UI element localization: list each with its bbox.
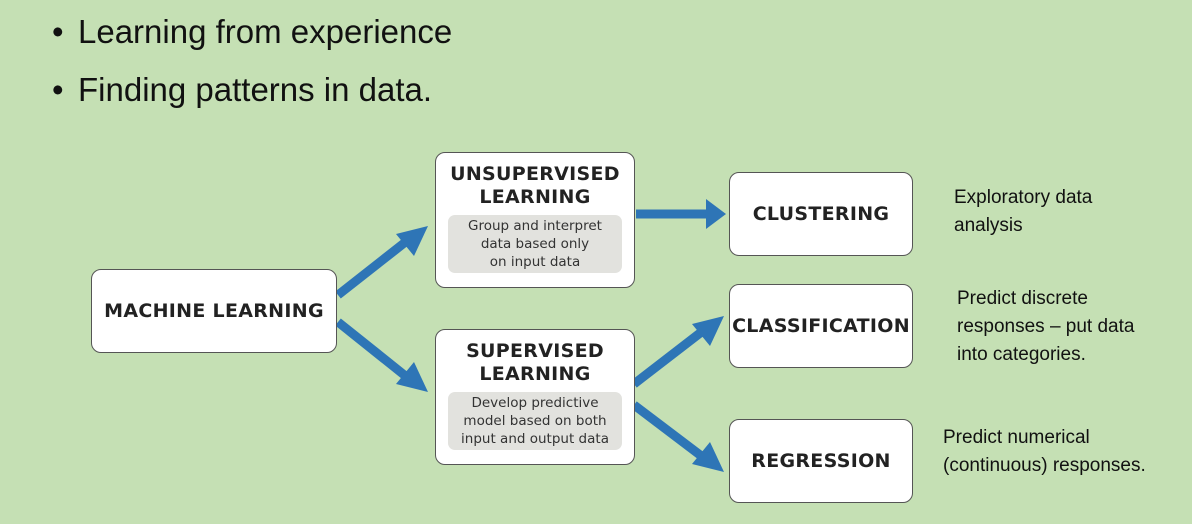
supervised-learning-box: SUPERVISED LEARNING Develop predictive m…: [435, 329, 635, 465]
unsupervised-sub-line: data based only: [480, 236, 590, 252]
machine-learning-box: MACHINE LEARNING: [91, 269, 337, 353]
supervised-sub-line: model based on both: [463, 413, 607, 429]
unsupervised-title-line2: LEARNING: [479, 186, 591, 208]
arrow-ml-to-supervised: [335, 318, 428, 392]
supervised-title-line1: SUPERVISED: [466, 340, 604, 362]
unsupervised-sub-line: Group and interpret: [468, 218, 602, 234]
regression-label: REGRESSION: [751, 449, 891, 472]
description-line: into categories.: [957, 344, 1086, 365]
supervised-description: Develop predictive model based on both i…: [448, 392, 622, 450]
machine-learning-label: MACHINE LEARNING: [104, 299, 324, 322]
description-line: analysis: [954, 215, 1023, 236]
arrow-unsupervised-to-clustering: [636, 199, 726, 229]
description-line: Predict discrete: [957, 288, 1088, 309]
clustering-label: CLUSTERING: [752, 202, 890, 225]
description-line: Predict numerical: [943, 427, 1090, 448]
unsupervised-title-line1: UNSUPERVISED: [450, 163, 620, 185]
bullet-text: Learning from experience: [78, 13, 453, 50]
bullet-item: • Learning from experience: [52, 12, 452, 52]
classification-box: CLASSIFICATION: [729, 284, 913, 368]
bullet-dot-icon: •: [52, 13, 64, 50]
bullet-text: Finding patterns in data.: [78, 71, 433, 108]
arrow-supervised-to-regression: [631, 401, 724, 472]
classification-label: CLASSIFICATION: [732, 314, 910, 337]
supervised-sub-line: Develop predictive: [471, 395, 599, 411]
description-line: responses – put data: [957, 316, 1135, 337]
clustering-description: Exploratory data analysis: [954, 184, 1092, 240]
unsupervised-sub-line: on input data: [489, 254, 581, 270]
unsupervised-learning-box: UNSUPERVISED LEARNING Group and interpre…: [435, 152, 635, 288]
bullet-item: • Finding patterns in data.: [52, 70, 432, 110]
regression-description: Predict numerical (continuous) responses…: [943, 424, 1146, 480]
supervised-title-line2: LEARNING: [479, 363, 591, 385]
regression-box: REGRESSION: [729, 419, 913, 503]
arrow-supervised-to-classification: [631, 316, 724, 388]
classification-description: Predict discrete responses – put data in…: [957, 285, 1134, 369]
bullet-dot-icon: •: [52, 71, 64, 108]
description-line: Exploratory data: [954, 187, 1093, 208]
clustering-box: CLUSTERING: [729, 172, 913, 256]
supervised-sub-line: input and output data: [461, 431, 609, 447]
arrow-ml-to-unsupervised: [335, 226, 428, 299]
unsupervised-description: Group and interpret data based only on i…: [448, 215, 622, 273]
description-line: (continuous) responses.: [943, 455, 1146, 476]
